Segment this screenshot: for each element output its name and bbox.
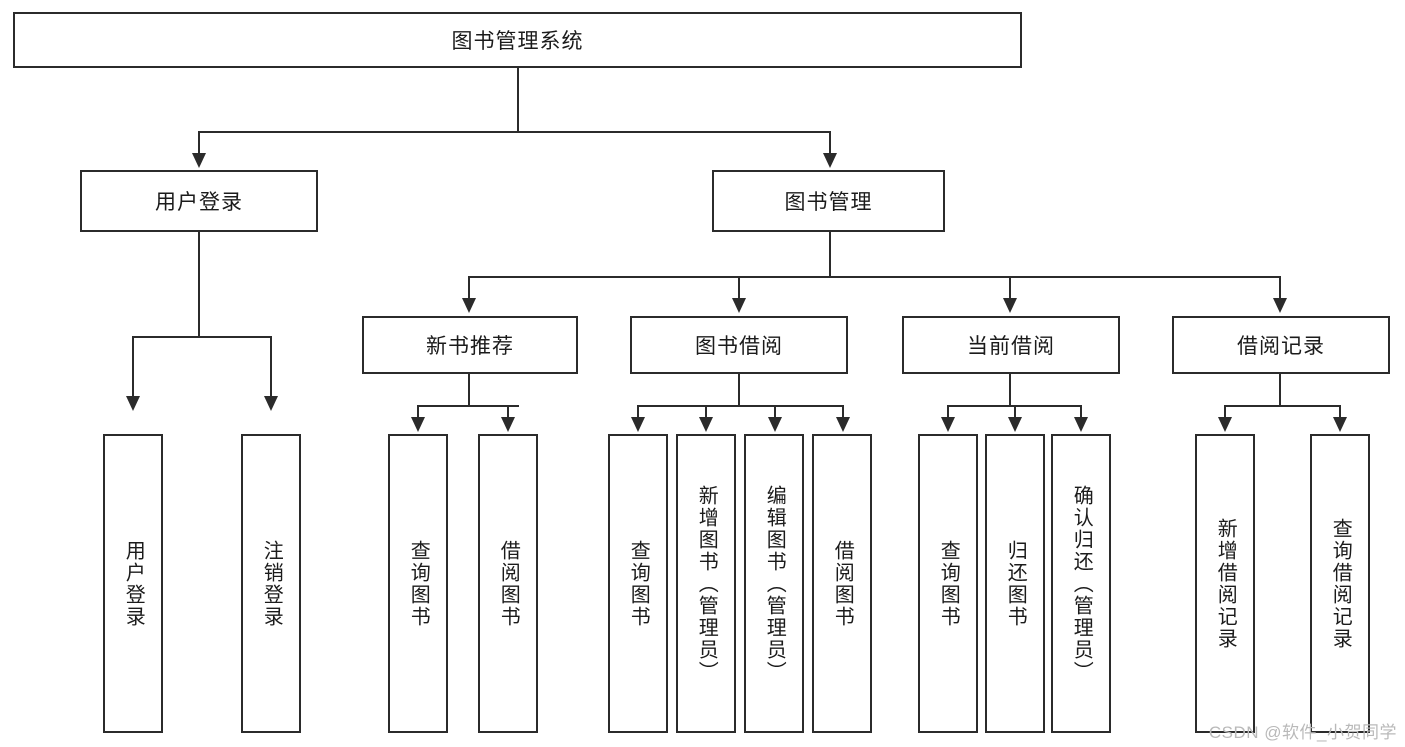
node-label: 查询借阅记录: [1329, 517, 1352, 650]
connector-record-leaf-1: [1224, 405, 1226, 419]
arrow-user-login-leaf-1: [126, 396, 140, 411]
connector-recommend-trunk: [468, 374, 470, 406]
connector-current-bar: [947, 405, 1080, 407]
node-leaf-user-login[interactable]: 用户登录: [103, 434, 163, 733]
node-leaf-current-confirm-return-admin[interactable]: 确认归还（管理员）: [1051, 434, 1111, 733]
connector-record-trunk: [1279, 374, 1281, 406]
node-label: 注销登录: [260, 539, 283, 628]
node-current-borrow[interactable]: 当前借阅: [902, 316, 1120, 374]
connector-user-login-leaf-2: [270, 336, 272, 398]
connector-book-manage-c4: [1279, 276, 1281, 300]
connector-record-bar: [1224, 405, 1341, 407]
connector-root-to-book-manage: [829, 131, 831, 155]
connector-book-manage-c2: [738, 276, 740, 300]
connector-current-leaf-2: [1014, 405, 1016, 419]
node-label: 图书管理系统: [451, 30, 584, 53]
node-label: 查询图书: [407, 539, 430, 628]
arrow-current-leaf-1: [941, 417, 955, 432]
node-leaf-record-query-record[interactable]: 查询借阅记录: [1310, 434, 1370, 733]
node-user-login[interactable]: 用户登录: [80, 170, 318, 232]
arrow-recommend-leaf-1: [411, 417, 425, 432]
connector-recommend-bar: [417, 405, 519, 407]
connector-current-trunk: [1009, 374, 1011, 406]
connector-record-leaf-2: [1339, 405, 1341, 419]
connector-user-login-trunk: [198, 232, 200, 337]
connector-root-to-user-login: [198, 131, 200, 155]
arrow-book-manage-c2: [732, 298, 746, 313]
node-leaf-current-return-book[interactable]: 归还图书: [985, 434, 1045, 733]
node-label: 用户登录: [122, 539, 145, 628]
node-book-borrow[interactable]: 图书借阅: [630, 316, 848, 374]
connector-borrow-leaf-4: [842, 405, 844, 419]
node-leaf-borrow-edit-book-admin[interactable]: 编辑图书（管理员）: [744, 434, 804, 733]
node-label: 归还图书: [1004, 539, 1027, 628]
connector-book-manage-bar: [468, 276, 1280, 278]
arrow-record-leaf-1: [1218, 417, 1232, 432]
arrow-recommend-leaf-2: [501, 417, 515, 432]
arrow-user-login-leaf-2: [264, 396, 278, 411]
node-new-book-recommend[interactable]: 新书推荐: [362, 316, 578, 374]
node-label: 当前借阅: [967, 335, 1055, 358]
node-book-management[interactable]: 图书管理: [712, 170, 945, 232]
node-leaf-record-add-record[interactable]: 新增借阅记录: [1195, 434, 1255, 733]
arrow-book-manage-c4: [1273, 298, 1287, 313]
node-borrow-record[interactable]: 借阅记录: [1172, 316, 1390, 374]
node-leaf-current-query-book[interactable]: 查询图书: [918, 434, 978, 733]
arrow-root-to-book-manage: [823, 153, 837, 168]
connector-user-login-leaf-1: [132, 336, 134, 398]
connector-root-bar: [198, 131, 830, 133]
node-label: 用户登录: [155, 191, 243, 214]
node-leaf-recommend-borrow-book[interactable]: 借阅图书: [478, 434, 538, 733]
arrow-book-manage-c1: [462, 298, 476, 313]
connector-borrow-leaf-2: [705, 405, 707, 419]
arrow-borrow-leaf-3: [768, 417, 782, 432]
arrow-borrow-leaf-4: [836, 417, 850, 432]
node-label: 借阅图书: [831, 539, 854, 628]
arrow-root-to-user-login: [192, 153, 206, 168]
connector-borrow-bar: [637, 405, 843, 407]
csdn-watermark: CSDN @软件_小贺同学: [1208, 723, 1397, 742]
node-label: 新增借阅记录: [1214, 517, 1237, 650]
connector-book-manage-trunk: [829, 232, 831, 277]
node-label: 新书推荐: [426, 335, 514, 358]
node-label: 查询图书: [937, 539, 960, 628]
node-label: 编辑图书（管理员）: [763, 484, 786, 683]
connector-borrow-leaf-3: [774, 405, 776, 419]
connector-book-manage-c1: [468, 276, 470, 300]
connector-user-login-bar: [132, 336, 271, 338]
arrow-current-leaf-3: [1074, 417, 1088, 432]
arrow-current-leaf-2: [1008, 417, 1022, 432]
node-leaf-borrow-borrow-book[interactable]: 借阅图书: [812, 434, 872, 733]
connector-borrow-trunk: [738, 374, 740, 406]
arrow-book-manage-c3: [1003, 298, 1017, 313]
connector-recommend-leaf-2: [507, 405, 509, 419]
connector-root-trunk: [517, 68, 519, 132]
node-label: 确认归还（管理员）: [1070, 484, 1093, 683]
connector-book-manage-c3: [1009, 276, 1011, 300]
node-leaf-borrow-query-book[interactable]: 查询图书: [608, 434, 668, 733]
node-root-book-management-system[interactable]: 图书管理系统: [13, 12, 1022, 68]
arrow-borrow-leaf-2: [699, 417, 713, 432]
node-label: 借阅记录: [1237, 335, 1325, 358]
connector-borrow-leaf-1: [637, 405, 639, 419]
node-label: 新增图书（管理员）: [695, 484, 718, 683]
node-label: 查询图书: [627, 539, 650, 628]
node-label: 图书借阅: [695, 335, 783, 358]
node-label: 借阅图书: [497, 539, 520, 628]
arrow-borrow-leaf-1: [631, 417, 645, 432]
node-leaf-recommend-query-book[interactable]: 查询图书: [388, 434, 448, 733]
connector-recommend-leaf-1: [417, 405, 419, 419]
node-leaf-user-logout[interactable]: 注销登录: [241, 434, 301, 733]
arrow-record-leaf-2: [1333, 417, 1347, 432]
node-leaf-borrow-add-book-admin[interactable]: 新增图书（管理员）: [676, 434, 736, 733]
node-label: 图书管理: [784, 191, 873, 214]
connector-current-leaf-1: [947, 405, 949, 419]
connector-current-leaf-3: [1080, 405, 1082, 419]
